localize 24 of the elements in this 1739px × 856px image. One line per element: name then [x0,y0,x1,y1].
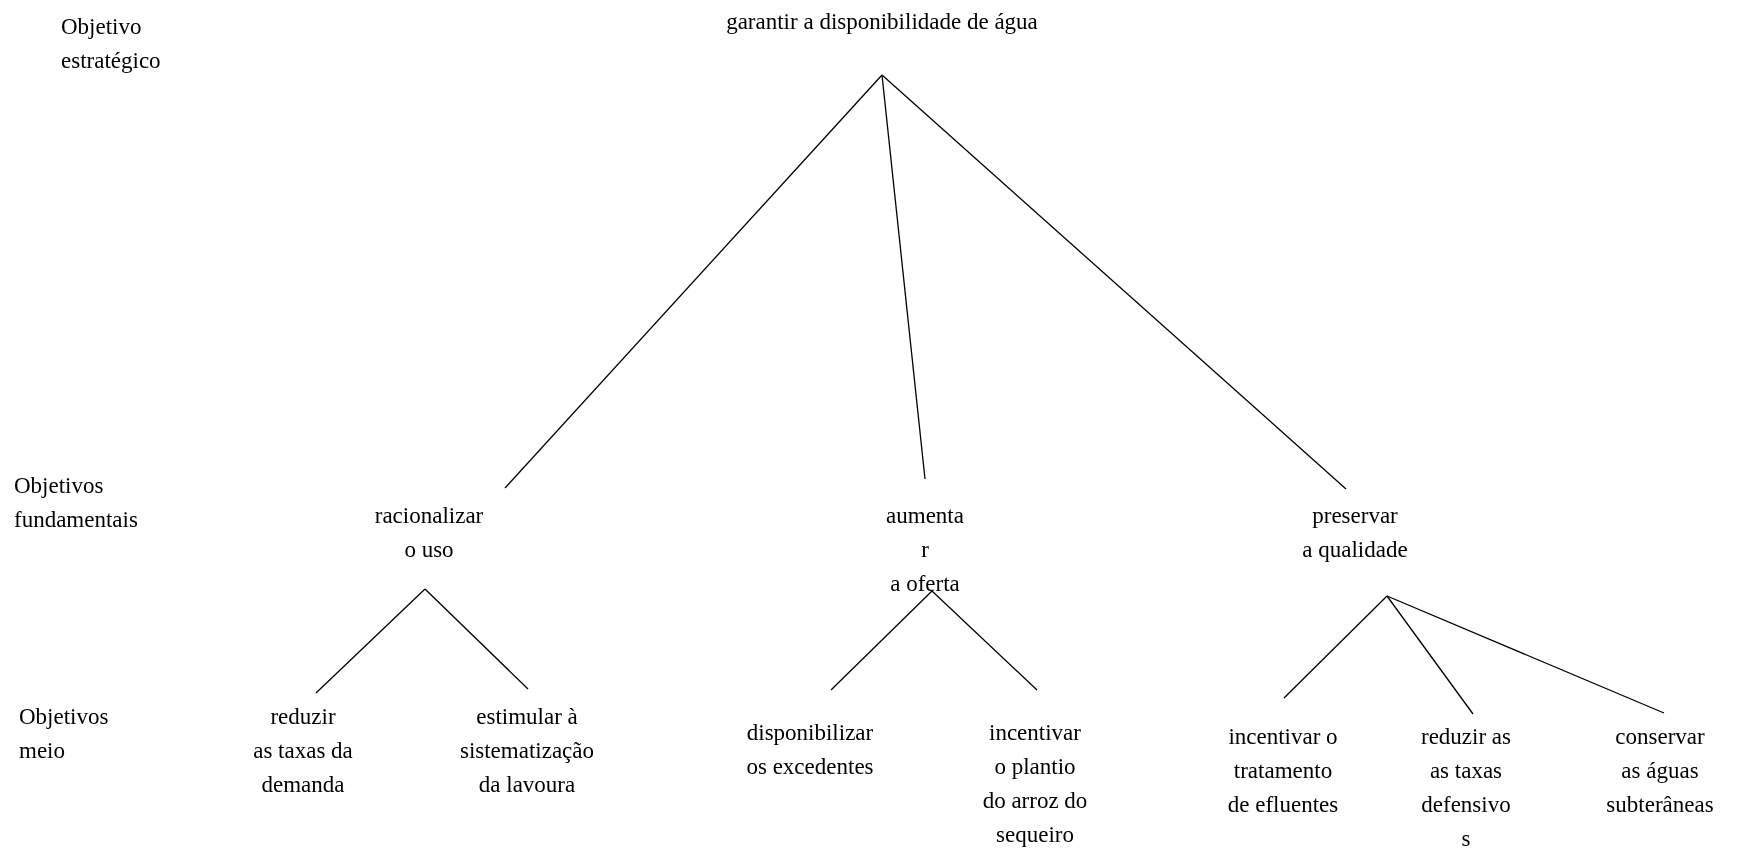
connector-line [830,590,933,691]
connector-line [424,588,529,690]
connector-line [881,74,1347,490]
objective-text: aumenta r a oferta [885,502,965,598]
objective-text: reduzir as as taxas defensivo s [1419,723,1512,853]
connector-line [504,74,883,489]
level-label: Objetivos meio [19,703,109,765]
objective-text: disponibilizar os excedentes [745,719,875,781]
connector-line [315,588,426,694]
objective-text: incentivar o plantio do arroz do sequeiro [981,719,1089,849]
connector-line [1386,595,1665,714]
objective-text: racionalizar o uso [373,502,485,564]
objective-text: reduzir as taxas da demanda [252,703,354,799]
objective-text: garantir a disponibilidade de água [725,8,1039,36]
connector-line [881,74,926,480]
objective-text: estimular à sistematização da lavoura [458,703,596,799]
level-label: Objetivos fundamentais [14,472,138,534]
level-label: Objetivo estratégico [61,13,161,75]
objective-text: incentivar o tratamento de efluentes [1226,723,1340,819]
connector-line [1386,595,1474,715]
objective-text: conservar as águas subterâneas [1605,723,1715,819]
connector-line [1283,595,1388,699]
connector-line [931,590,1038,691]
objective-text: preservar a qualidade [1301,502,1409,564]
